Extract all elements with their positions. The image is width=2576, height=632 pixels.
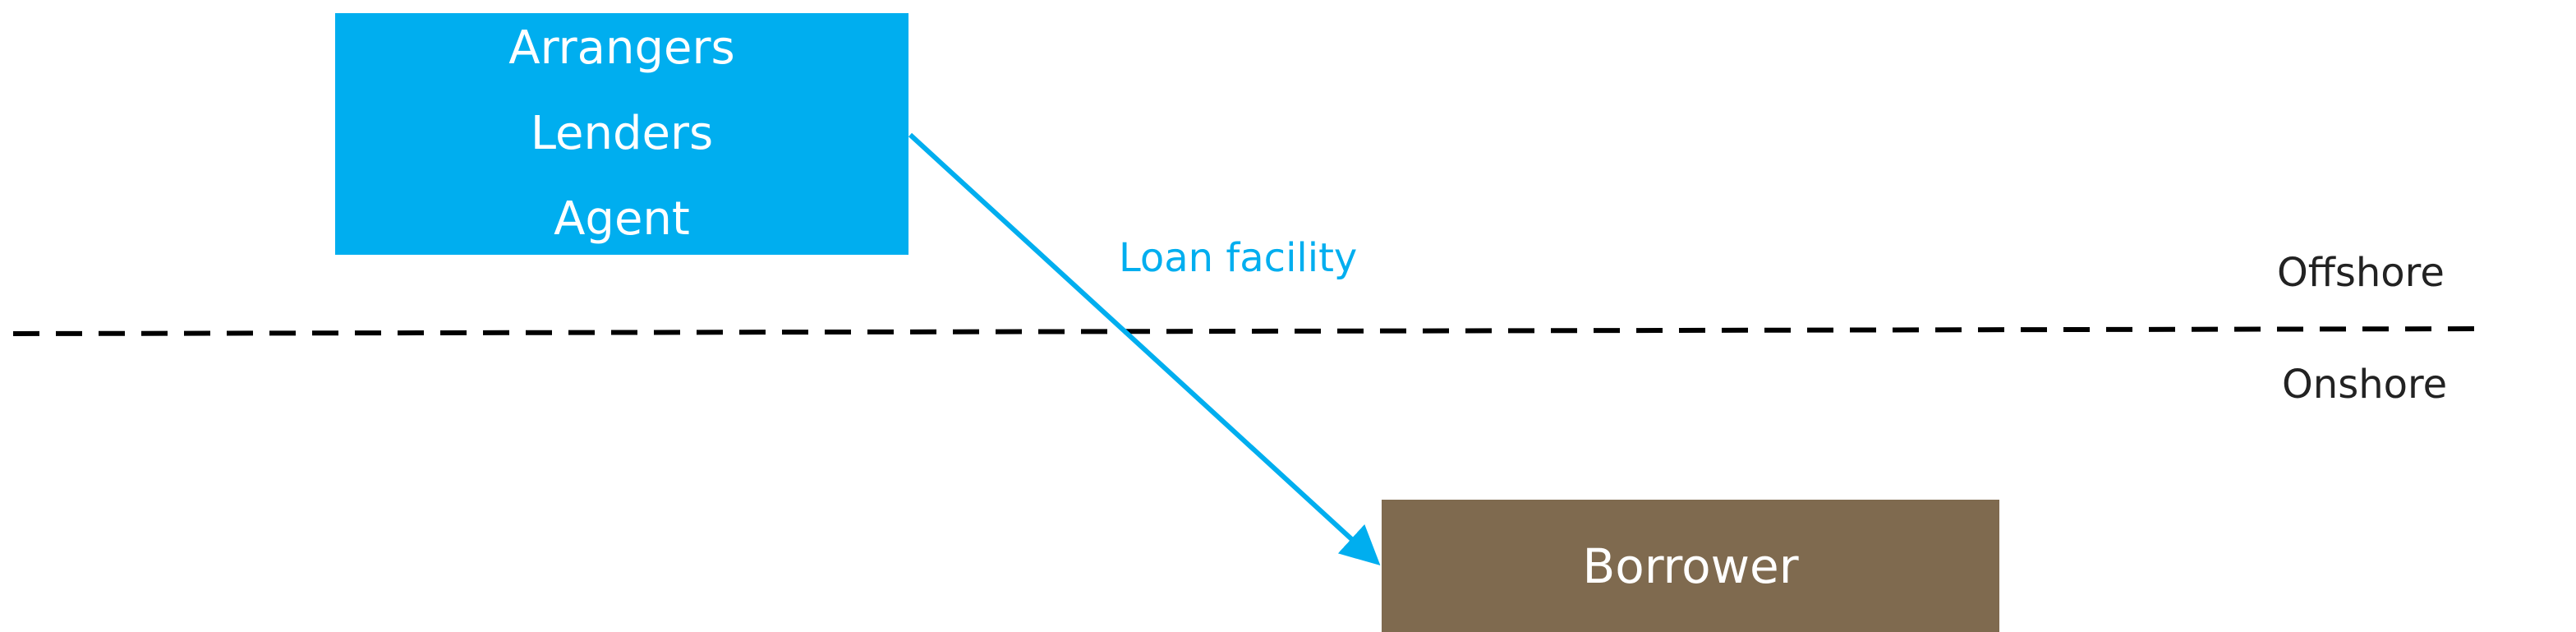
lenders-label: Lenders	[530, 107, 714, 160]
loan-facility-arrow	[908, 132, 1381, 566]
loan-facility-label: Loan facility	[1119, 235, 1358, 281]
borrower-box: Borrower	[1382, 500, 1999, 632]
offshore-label: Offshore	[2277, 250, 2445, 296]
offshore-onshore-divider	[12, 326, 2490, 336]
onshore-label: Onshore	[2282, 362, 2448, 408]
arrangers-lenders-agent-box: Arrangers Lenders Agent	[335, 13, 908, 255]
borrower-label: Borrower	[1582, 537, 1799, 594]
agent-label: Agent	[554, 192, 690, 246]
arrangers-label: Arrangers	[508, 21, 735, 75]
